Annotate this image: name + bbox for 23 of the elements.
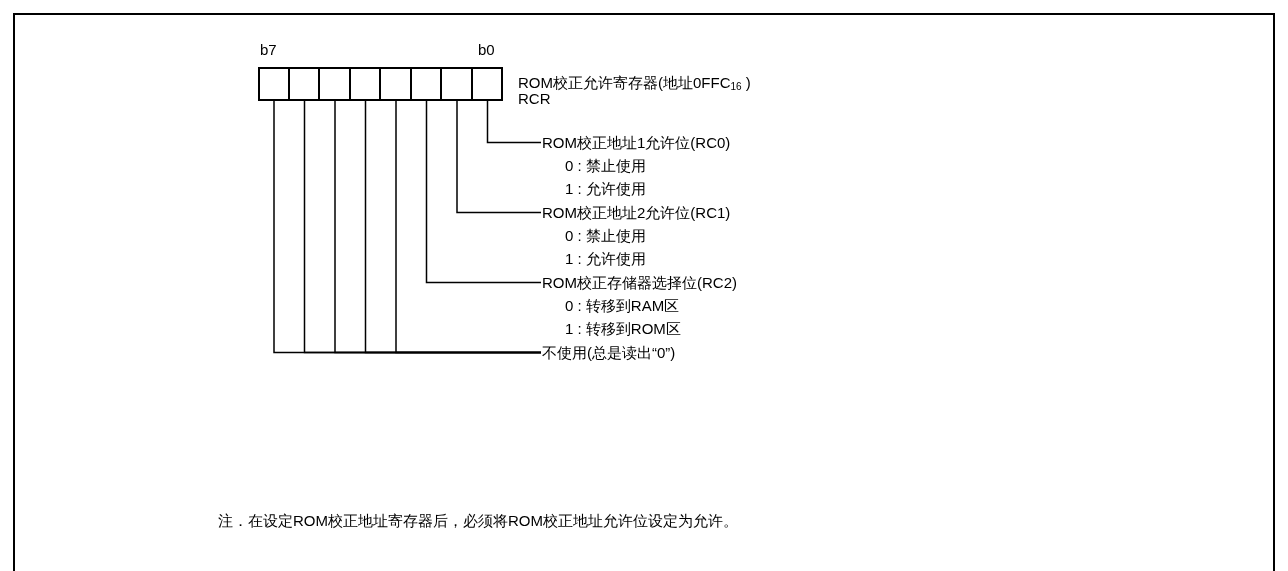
leader-line xyxy=(486,100,542,144)
leader-line xyxy=(456,100,542,214)
bit-cell xyxy=(440,67,473,101)
bit-cell xyxy=(318,67,351,101)
bit-value-description: 0 : 转移到RAM区 xyxy=(564,296,681,316)
register-abbreviation: RCR xyxy=(518,91,551,107)
bit-name: ROM校正地址1允许位(RC0) xyxy=(542,133,731,153)
bit-number: b7 xyxy=(260,42,277,58)
leader-line xyxy=(425,100,542,284)
bit-name: 不使用(总是读出“0”) xyxy=(542,343,676,363)
bit-cell xyxy=(379,67,412,101)
bit-value-description: 0 : 禁止使用 xyxy=(564,156,647,176)
bit-cell xyxy=(258,67,291,101)
bit-value-description: 1 : 转移到ROM区 xyxy=(564,319,682,339)
bit-name: ROM校正存储器选择位(RC2) xyxy=(542,273,737,293)
register-name: ROM校正允许寄存器(地址0FFC$_{16}$ ) xyxy=(518,75,751,91)
bit-cell xyxy=(470,67,503,101)
bit-value-description: 1 : 允许使用 xyxy=(564,249,647,269)
bit-number: b0 xyxy=(478,42,495,58)
bit-name: ROM校正地址2允许位(RC1) xyxy=(542,203,731,223)
bit-value-description: 1 : 允许使用 xyxy=(564,179,647,199)
bit-value-description: 0 : 禁止使用 xyxy=(564,226,647,246)
note-text: 注．在设定ROM校正地址寄存器后，必须将ROM校正地址允许位设定为允许。 xyxy=(218,513,738,529)
